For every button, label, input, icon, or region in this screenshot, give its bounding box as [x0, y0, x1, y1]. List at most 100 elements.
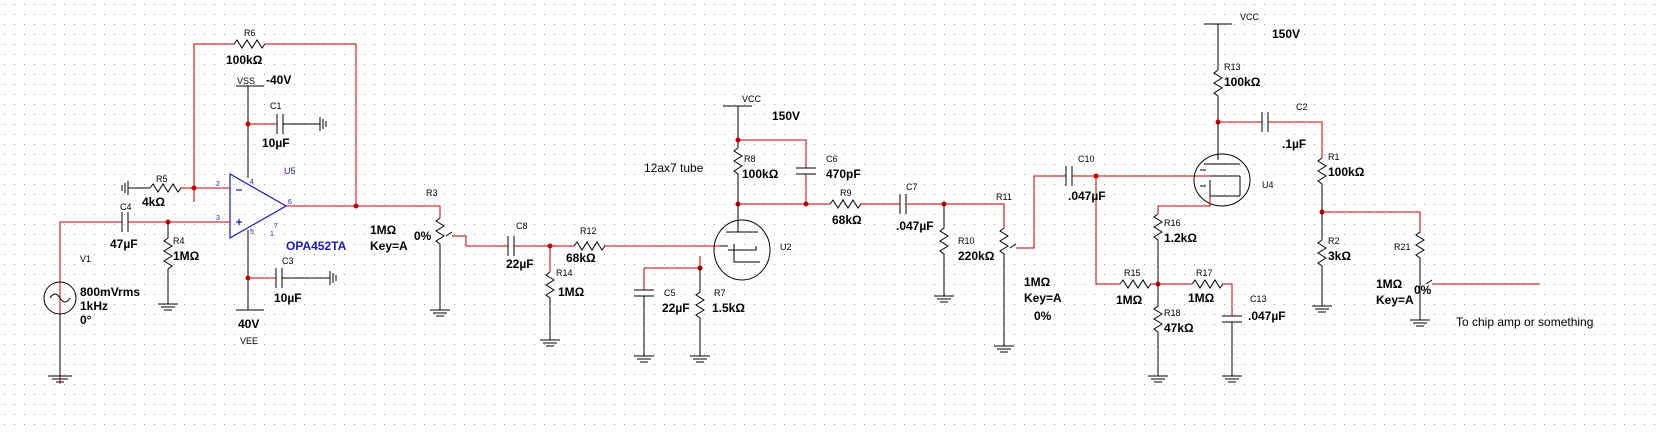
v1-amplitude: 800mVrms: [80, 285, 140, 299]
vacuum-tube-u2: [713, 219, 771, 281]
r9-value: 68kΩ: [832, 213, 862, 227]
vcc1-ref: VCC: [742, 94, 762, 104]
c3-value: 10µF: [274, 291, 302, 305]
pin-3: 3: [216, 215, 220, 222]
v1-phase: 0°: [80, 313, 92, 327]
r9-ref: R9: [840, 188, 852, 198]
stage2-input: [430, 217, 720, 347]
r2-value: 3kΩ: [1328, 249, 1351, 263]
c7-value: .047µF: [896, 219, 934, 233]
r21-percent: 0%: [1414, 283, 1432, 297]
r3-ref: R3: [426, 188, 438, 198]
r4-value: 1MΩ: [173, 249, 200, 263]
resistor-r1: [1317, 157, 1327, 212]
resistor-r8: [733, 147, 743, 204]
r12-ref: R12: [580, 226, 597, 236]
vcc2-ref: VCC: [1240, 12, 1260, 22]
c5-value: 22µF: [662, 301, 690, 315]
r14-value: 1MΩ: [558, 285, 585, 299]
r11-key: Key=A: [1024, 291, 1062, 305]
c10-ref: C10: [1078, 154, 1095, 164]
c13-ref: C13: [1250, 294, 1267, 304]
r17-ref: R17: [1196, 268, 1213, 278]
r11-value: 1MΩ: [1024, 275, 1051, 289]
c1-ref: C1: [270, 101, 282, 111]
c4-ref: C4: [120, 202, 132, 212]
r11-percent: 0%: [1034, 309, 1052, 323]
vcc2-value: 150V: [1272, 27, 1300, 41]
r5-value: 4kΩ: [142, 195, 165, 209]
r7-ref: R7: [714, 288, 726, 298]
u4-ref: U4: [1262, 180, 1274, 190]
r13-ref: R13: [1224, 62, 1241, 72]
vss-ref: VSS: [237, 76, 255, 86]
r11-ref: R11: [996, 192, 1012, 202]
c10-value: .047µF: [1068, 189, 1106, 203]
r13-value: 100kΩ: [1224, 75, 1261, 89]
resistor-r10: [934, 204, 954, 303]
opamp-part-number: OPA452TA: [286, 239, 347, 253]
r18-ref: R18: [1164, 308, 1181, 318]
pin-5: 5: [250, 229, 254, 236]
r21-ref: R21: [1394, 242, 1411, 252]
pin-2: 2: [216, 181, 220, 188]
resistor-r14: [540, 271, 560, 347]
vcc1-value: 150V: [772, 109, 800, 123]
potentiometer-r11: [994, 227, 1014, 353]
c4-value: 47µF: [110, 237, 138, 251]
c13-value: .047µF: [1248, 309, 1286, 323]
output-stage: [1312, 157, 1540, 327]
resistor-r16: [1153, 213, 1163, 284]
tube-stage-u2: [634, 105, 1005, 363]
pin-6: 6: [288, 199, 292, 206]
vss-value: -40V: [266, 73, 291, 87]
vee-ref: VEE: [240, 336, 258, 346]
c8-value: 22µF: [506, 257, 534, 271]
c2-value: .1µF: [1282, 137, 1306, 151]
potentiometer-r21: [1410, 231, 1430, 327]
c6-ref: C6: [826, 154, 838, 164]
resistor-r17: [1191, 279, 1224, 289]
c7-ref: C7: [906, 182, 918, 192]
u2-ref: U2: [780, 242, 792, 252]
resistor-r9: [829, 199, 862, 209]
resistor-r4: [158, 222, 178, 311]
r15-value: 1MΩ: [1116, 293, 1143, 307]
pin-7: 7: [274, 223, 278, 230]
r3-key: Key=A: [370, 239, 408, 253]
r10-value: 220kΩ: [958, 249, 995, 263]
r6-ref: R6: [244, 28, 256, 38]
vee-value: 40V: [238, 317, 259, 331]
resistor-r2: [1312, 212, 1332, 313]
r15-ref: R15: [1124, 268, 1141, 278]
resistor-r7: [690, 268, 710, 363]
opamp-stage: [43, 39, 441, 384]
output-note: To chip amp or something: [1456, 315, 1593, 329]
pin-1: 1: [270, 231, 274, 238]
r10-ref: R10: [958, 236, 975, 246]
c6-value: 470pF: [826, 167, 861, 181]
r5-ref: R5: [156, 174, 168, 184]
pin-4: 4: [250, 179, 254, 186]
tube-stage-u4: [1095, 23, 1323, 383]
labels: R6 100kΩ VSS -40V C1 10µF U5 2 4 6 3 5 7…: [80, 12, 1593, 346]
r3-value: 1MΩ: [370, 223, 397, 237]
u5-ref: U5: [284, 166, 296, 176]
r8-value: 100kΩ: [742, 167, 779, 181]
resistor-r12: [573, 241, 606, 251]
c5-ref: C5: [664, 288, 676, 298]
vacuum-tube-u4: [1193, 153, 1251, 207]
c2-ref: C2: [1296, 102, 1308, 112]
resistor-r18: [1148, 284, 1168, 383]
r17-value: 1MΩ: [1188, 291, 1215, 305]
r8-ref: R8: [744, 154, 756, 164]
r1-ref: R1: [1328, 152, 1340, 162]
opamp-u5: [229, 172, 288, 240]
c1-value: 10µF: [262, 136, 290, 150]
r21-key: Key=A: [1376, 293, 1414, 307]
resistor-r5: [149, 183, 182, 193]
stage4: [934, 166, 1210, 353]
tube-note: 12ax7 tube: [644, 161, 704, 175]
